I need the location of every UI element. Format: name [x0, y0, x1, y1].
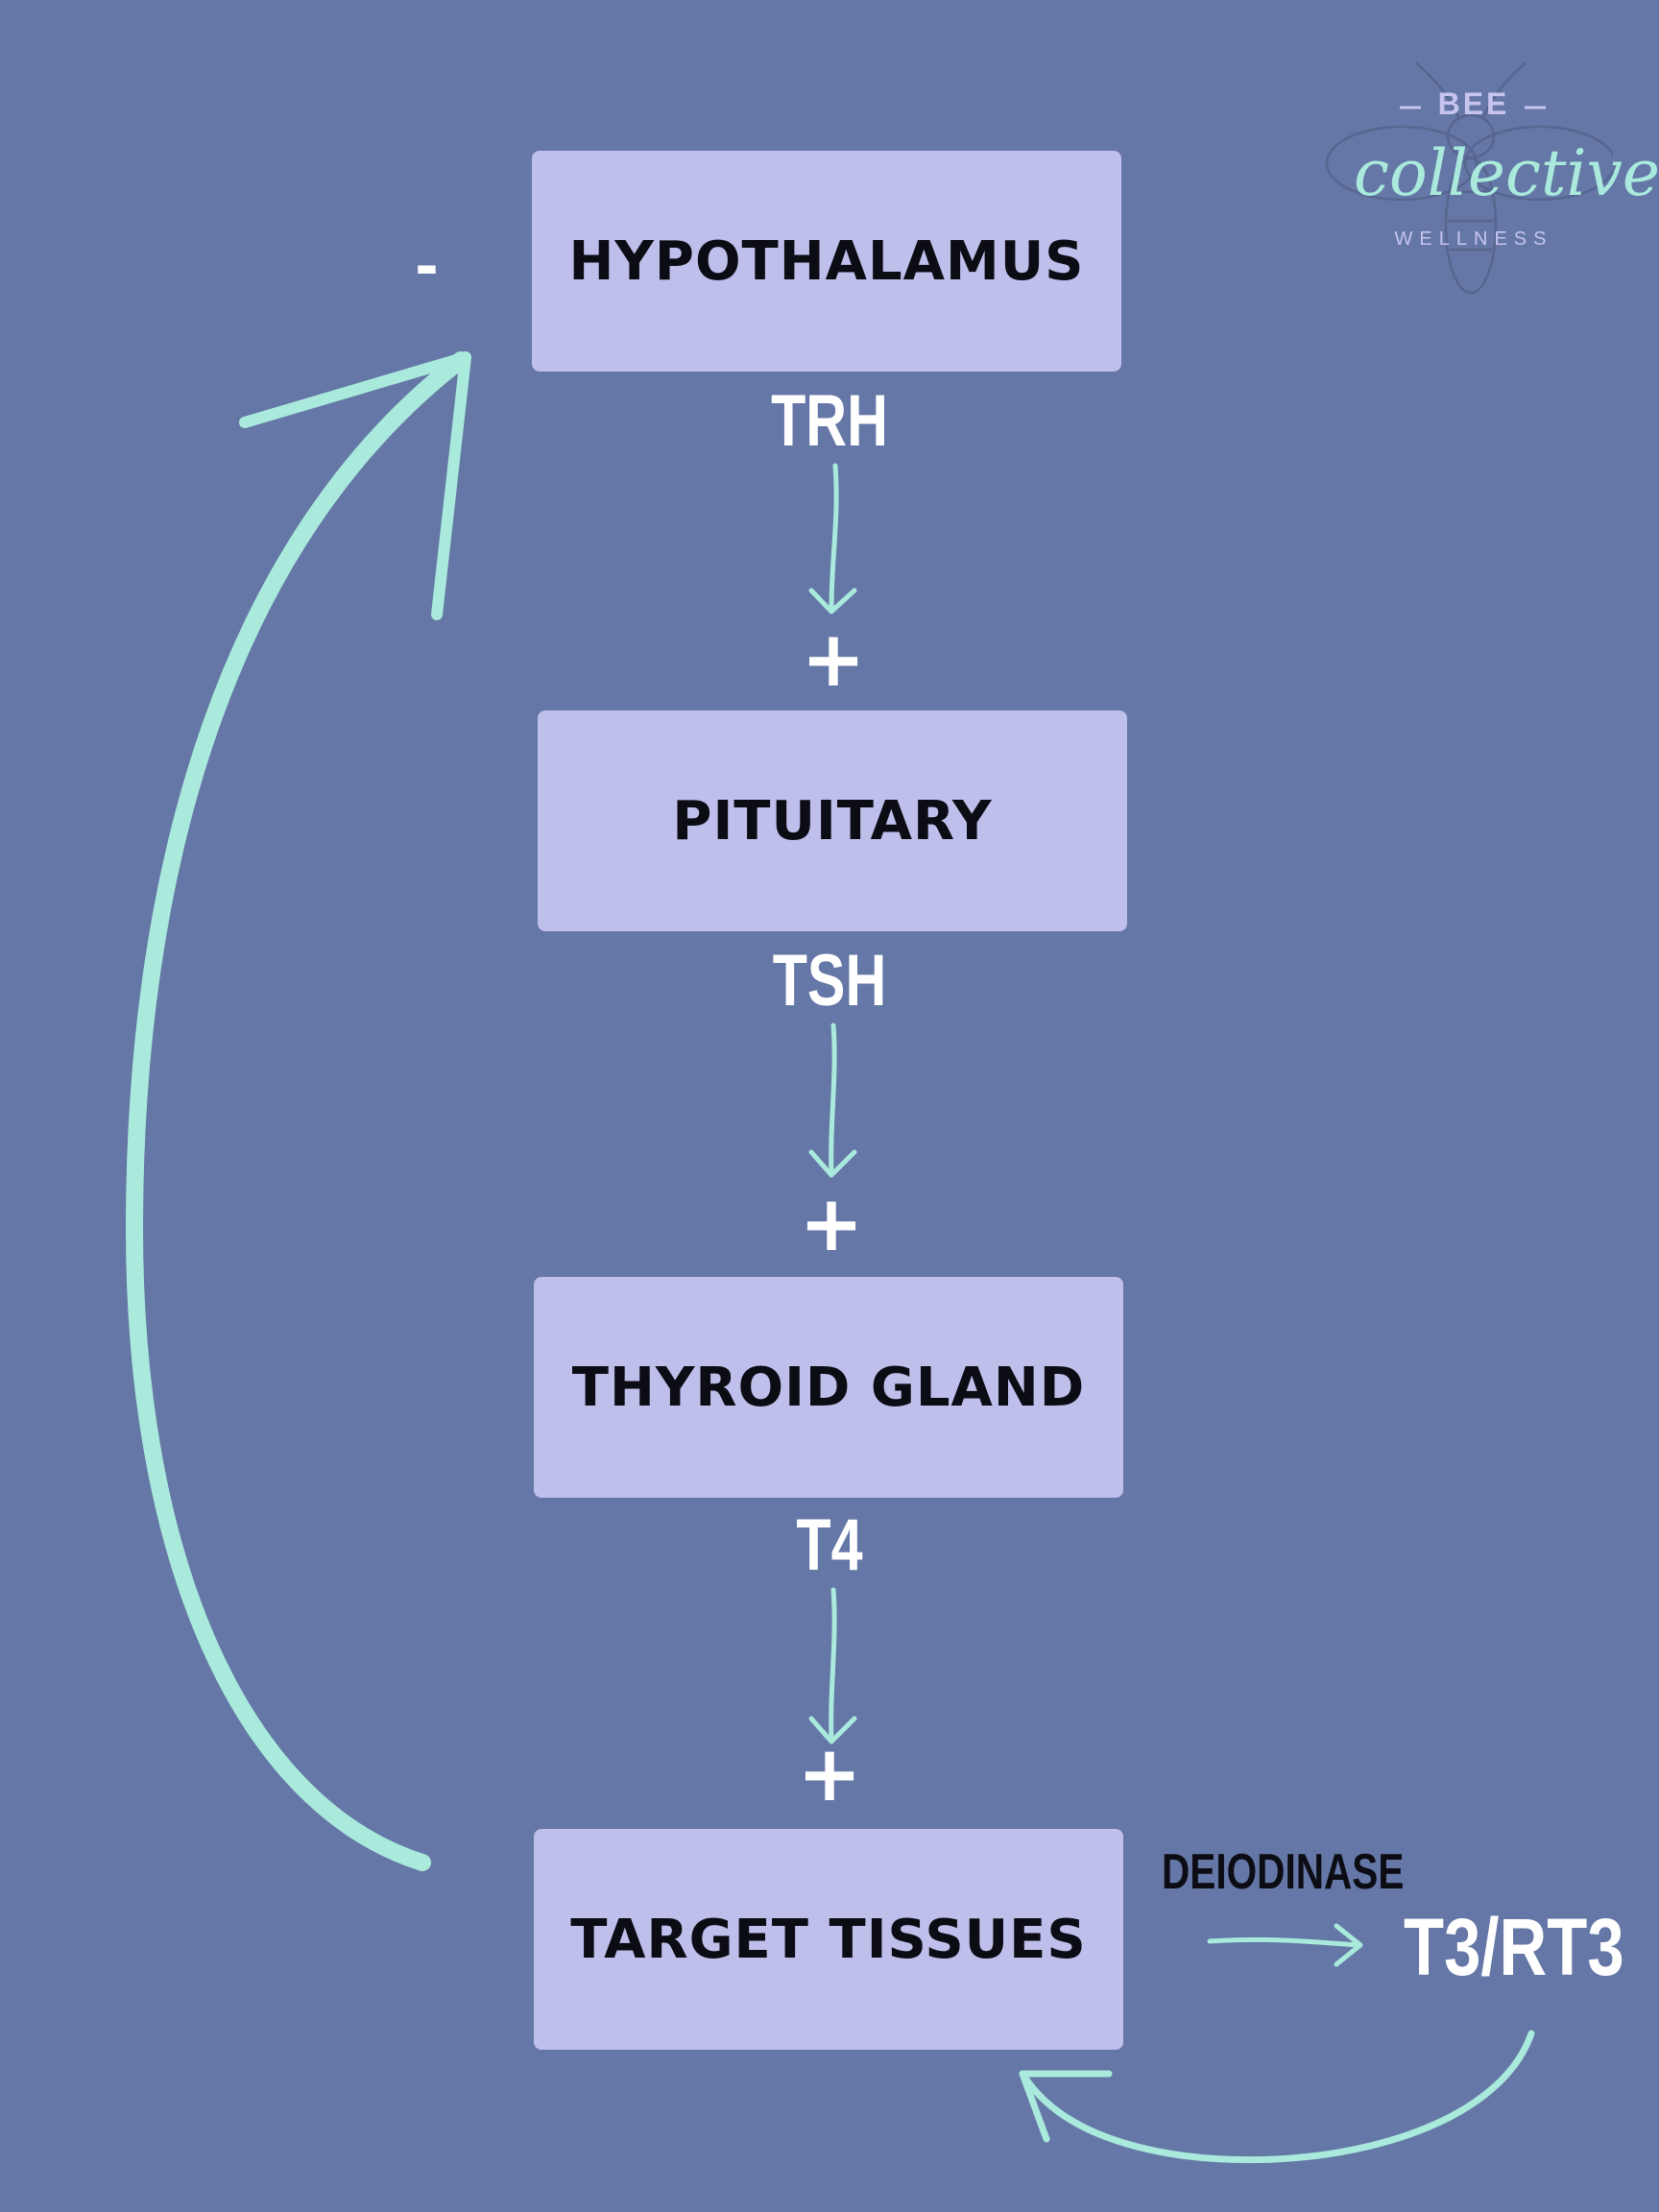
tsh-arrowhead [808, 1149, 857, 1178]
conversion-arrowhead [1334, 1923, 1363, 1967]
trh-arrow [829, 463, 839, 613]
negative-feedback-arc [126, 351, 469, 1871]
logo-top-text: BEE [1437, 86, 1510, 121]
bee-collective-logo: BEE collective WELLNESS [1325, 58, 1659, 307]
feedback-arrowhead-left [239, 351, 471, 428]
hypothalamus-box: HYPOTHALAMUS [532, 151, 1121, 372]
t4-arrowhead [808, 1716, 857, 1744]
hypothalamus-label: HYPOTHALAMUS [568, 229, 1085, 293]
thyroid-gland-box: THYROID GLAND [534, 1277, 1123, 1498]
plus-sign-3: + [797, 1729, 862, 1818]
plus-sign-2: + [799, 1179, 864, 1268]
minus-sign: - [415, 233, 439, 301]
target-tissues-label: TARGET TISSUES [570, 1908, 1087, 1971]
feedback-arrowhead-right [431, 351, 471, 620]
pituitary-label: PITUITARY [672, 789, 993, 853]
conversion-arrow [1207, 1936, 1361, 1948]
trh-label: TRH [771, 380, 888, 462]
return-arrowhead [1019, 2070, 1113, 2143]
logo-middle-text: collective [1354, 136, 1659, 210]
plus-sign-1: + [801, 614, 866, 704]
deiodinase-label: DEIODINASE [1162, 1844, 1405, 1900]
t4-arrow [829, 1587, 837, 1743]
t3-rt3-label: T3/RT3 [1404, 1902, 1624, 1992]
return-arc [1019, 2030, 1535, 2164]
trh-arrowhead [808, 588, 857, 614]
tsh-label: TSH [772, 940, 887, 1022]
logo-bottom-text: WELLNESS [1394, 228, 1553, 250]
tsh-arrow [829, 1022, 837, 1176]
target-tissues-box: TARGET TISSUES [534, 1829, 1123, 2050]
thyroid-gland-label: THYROID GLAND [571, 1356, 1086, 1419]
pituitary-box: PITUITARY [538, 710, 1127, 931]
t4-label: T4 [796, 1504, 863, 1586]
bee-icon [1325, 61, 1613, 295]
